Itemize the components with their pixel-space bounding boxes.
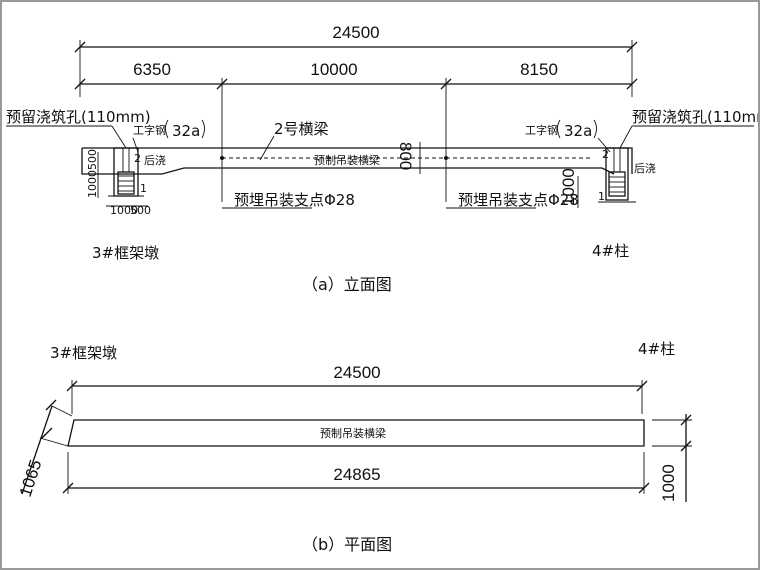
mark-1-right: 1 <box>598 190 605 203</box>
svg-text:500: 500 <box>86 149 99 170</box>
plan-dim-top: 24500 <box>66 363 648 414</box>
beam-elevation <box>81 147 633 175</box>
post-cast-left: 后浇 <box>144 154 166 167</box>
caption-plan: （b）平面图 <box>302 535 392 554</box>
pier-left-label-plan: 3#框架墩 <box>50 344 117 362</box>
svg-text:32a: 32a <box>564 122 592 140</box>
pier-left <box>108 147 144 197</box>
pier-right-label-plan: 4#柱 <box>638 340 675 358</box>
svg-text:1065: 1065 <box>16 457 46 499</box>
mark-2-left: 2 <box>134 152 141 165</box>
svg-text:工字钢: 工字钢 <box>525 123 558 137</box>
mark-1-left: 1 <box>140 182 147 195</box>
lift-point-label-1: 预埋吊装支点Φ28 <box>234 191 355 209</box>
beam-plan <box>67 419 645 447</box>
plan-dim-left-diag: 1065 <box>16 399 73 499</box>
svg-text:工字钢: 工字钢 <box>133 123 166 137</box>
ibeam-left-label: 工字钢 32a <box>132 119 205 153</box>
svg-text:24500: 24500 <box>333 363 380 382</box>
lift-point-label-2: 预埋吊装支点Φ28 <box>458 191 579 209</box>
mark-2-right: 2 <box>602 148 609 161</box>
hole-right-label: 预留浇筑孔(110mm) <box>632 108 758 126</box>
post-cast-right: 后浇 <box>634 162 656 175</box>
svg-text:1000: 1000 <box>86 170 99 198</box>
precast-beam-label-elev: 预制吊装横梁 <box>314 153 380 167</box>
svg-text:500: 500 <box>130 204 151 217</box>
svg-text:24865: 24865 <box>333 465 380 484</box>
dim-1000-elev: 1000 <box>559 168 578 206</box>
dim-span2-text: 10000 <box>310 60 357 79</box>
dim-span1-text: 6350 <box>133 60 171 79</box>
beam-number-label: 2号横梁 <box>274 120 329 138</box>
svg-text:32a: 32a <box>172 122 200 140</box>
svg-text:1000: 1000 <box>110 204 138 217</box>
dim-total-text: 24500 <box>332 23 379 42</box>
caption-elevation: （a）立面图 <box>302 275 392 294</box>
pier-left-label-elev: 3#框架墩 <box>92 244 159 262</box>
pier-right <box>598 147 636 203</box>
left-small-dims: 1000 500 1000 500 <box>86 149 151 217</box>
dim-span3-text: 8150 <box>520 60 558 79</box>
dimension-total: 24500 <box>74 23 638 97</box>
plan-dim-bottom: 24865 <box>62 452 650 494</box>
plan-dim-right: 1000 <box>652 414 692 502</box>
pier-right-label-elev: 4#柱 <box>592 242 629 260</box>
ibeam-right-label: 工字钢 32a <box>525 119 611 153</box>
svg-text:1000: 1000 <box>659 464 678 502</box>
precast-beam-label-plan: 预制吊装横梁 <box>320 426 386 440</box>
dimension-segments: 6350 10000 8150 <box>74 60 638 202</box>
hole-left-label: 预留浇筑孔(110mm) <box>6 108 151 126</box>
dim-800: 800 <box>396 142 415 170</box>
